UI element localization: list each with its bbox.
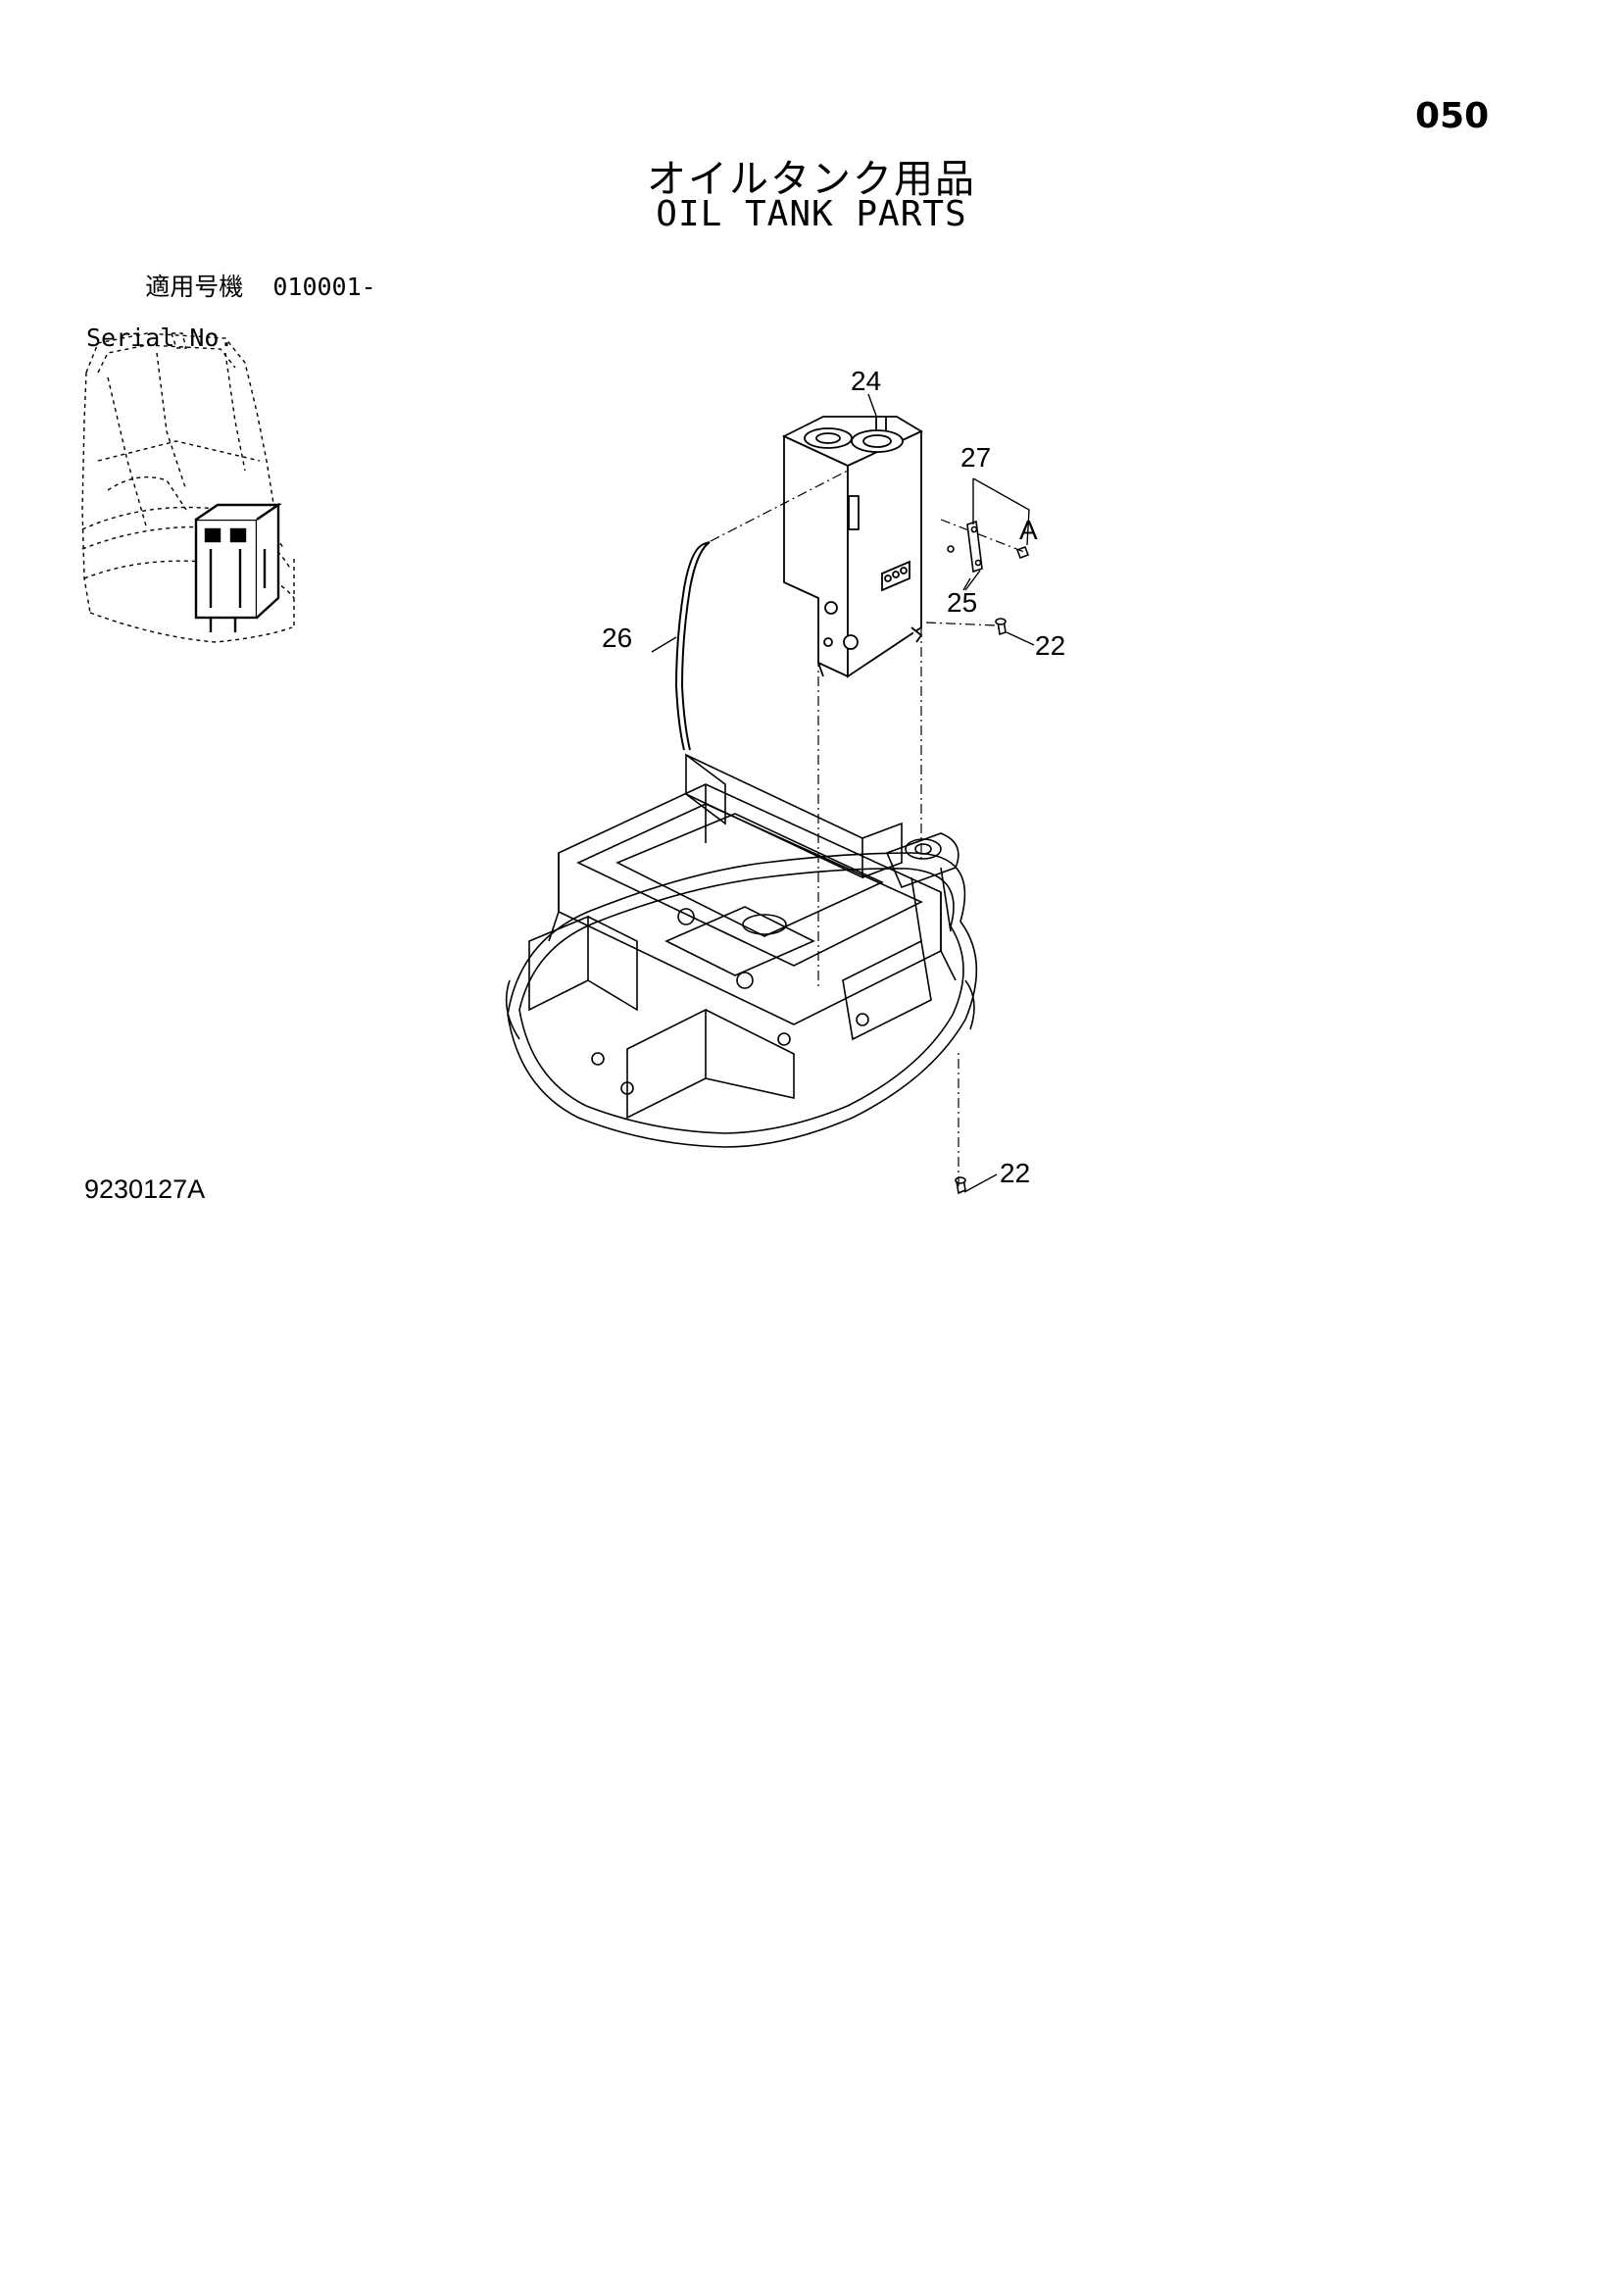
callout-22-upper: 22 (1035, 630, 1065, 661)
callout-25: 25 (947, 587, 977, 618)
page-title-english: OIL TANK PARTS (656, 194, 967, 234)
page-number: 050 (1415, 96, 1490, 136)
drawing-reference-code: 9230127A (84, 1174, 206, 1204)
page-title-japanese: オイルタンク用品 (647, 157, 976, 202)
callouts: 24 27 A 25 26 22 22 (602, 366, 1065, 1188)
leader-lines (651, 393, 1035, 1193)
serial-row-japanese: 適用号機 010001- (86, 249, 376, 325)
oil-tank (781, 416, 923, 678)
serial-number-block: 適用号機 010001- Serial No. (86, 249, 376, 351)
excavator-thumbnail (81, 332, 295, 643)
callout-A: A (1019, 515, 1038, 545)
serial-label-english: Serial No. (86, 324, 234, 352)
callout-22-lower: 22 (1000, 1158, 1030, 1188)
serial-label-japanese: 適用号機 (145, 273, 244, 301)
serial-range: 010001- (272, 273, 376, 301)
callout-26: 26 (602, 623, 632, 653)
hose-26 (674, 541, 711, 751)
assembly-lines (710, 470, 1025, 1186)
callout-27: 27 (960, 442, 991, 473)
revolving-frame (505, 753, 978, 1148)
callout-24: 24 (851, 366, 881, 396)
small-parts (947, 520, 1030, 1195)
